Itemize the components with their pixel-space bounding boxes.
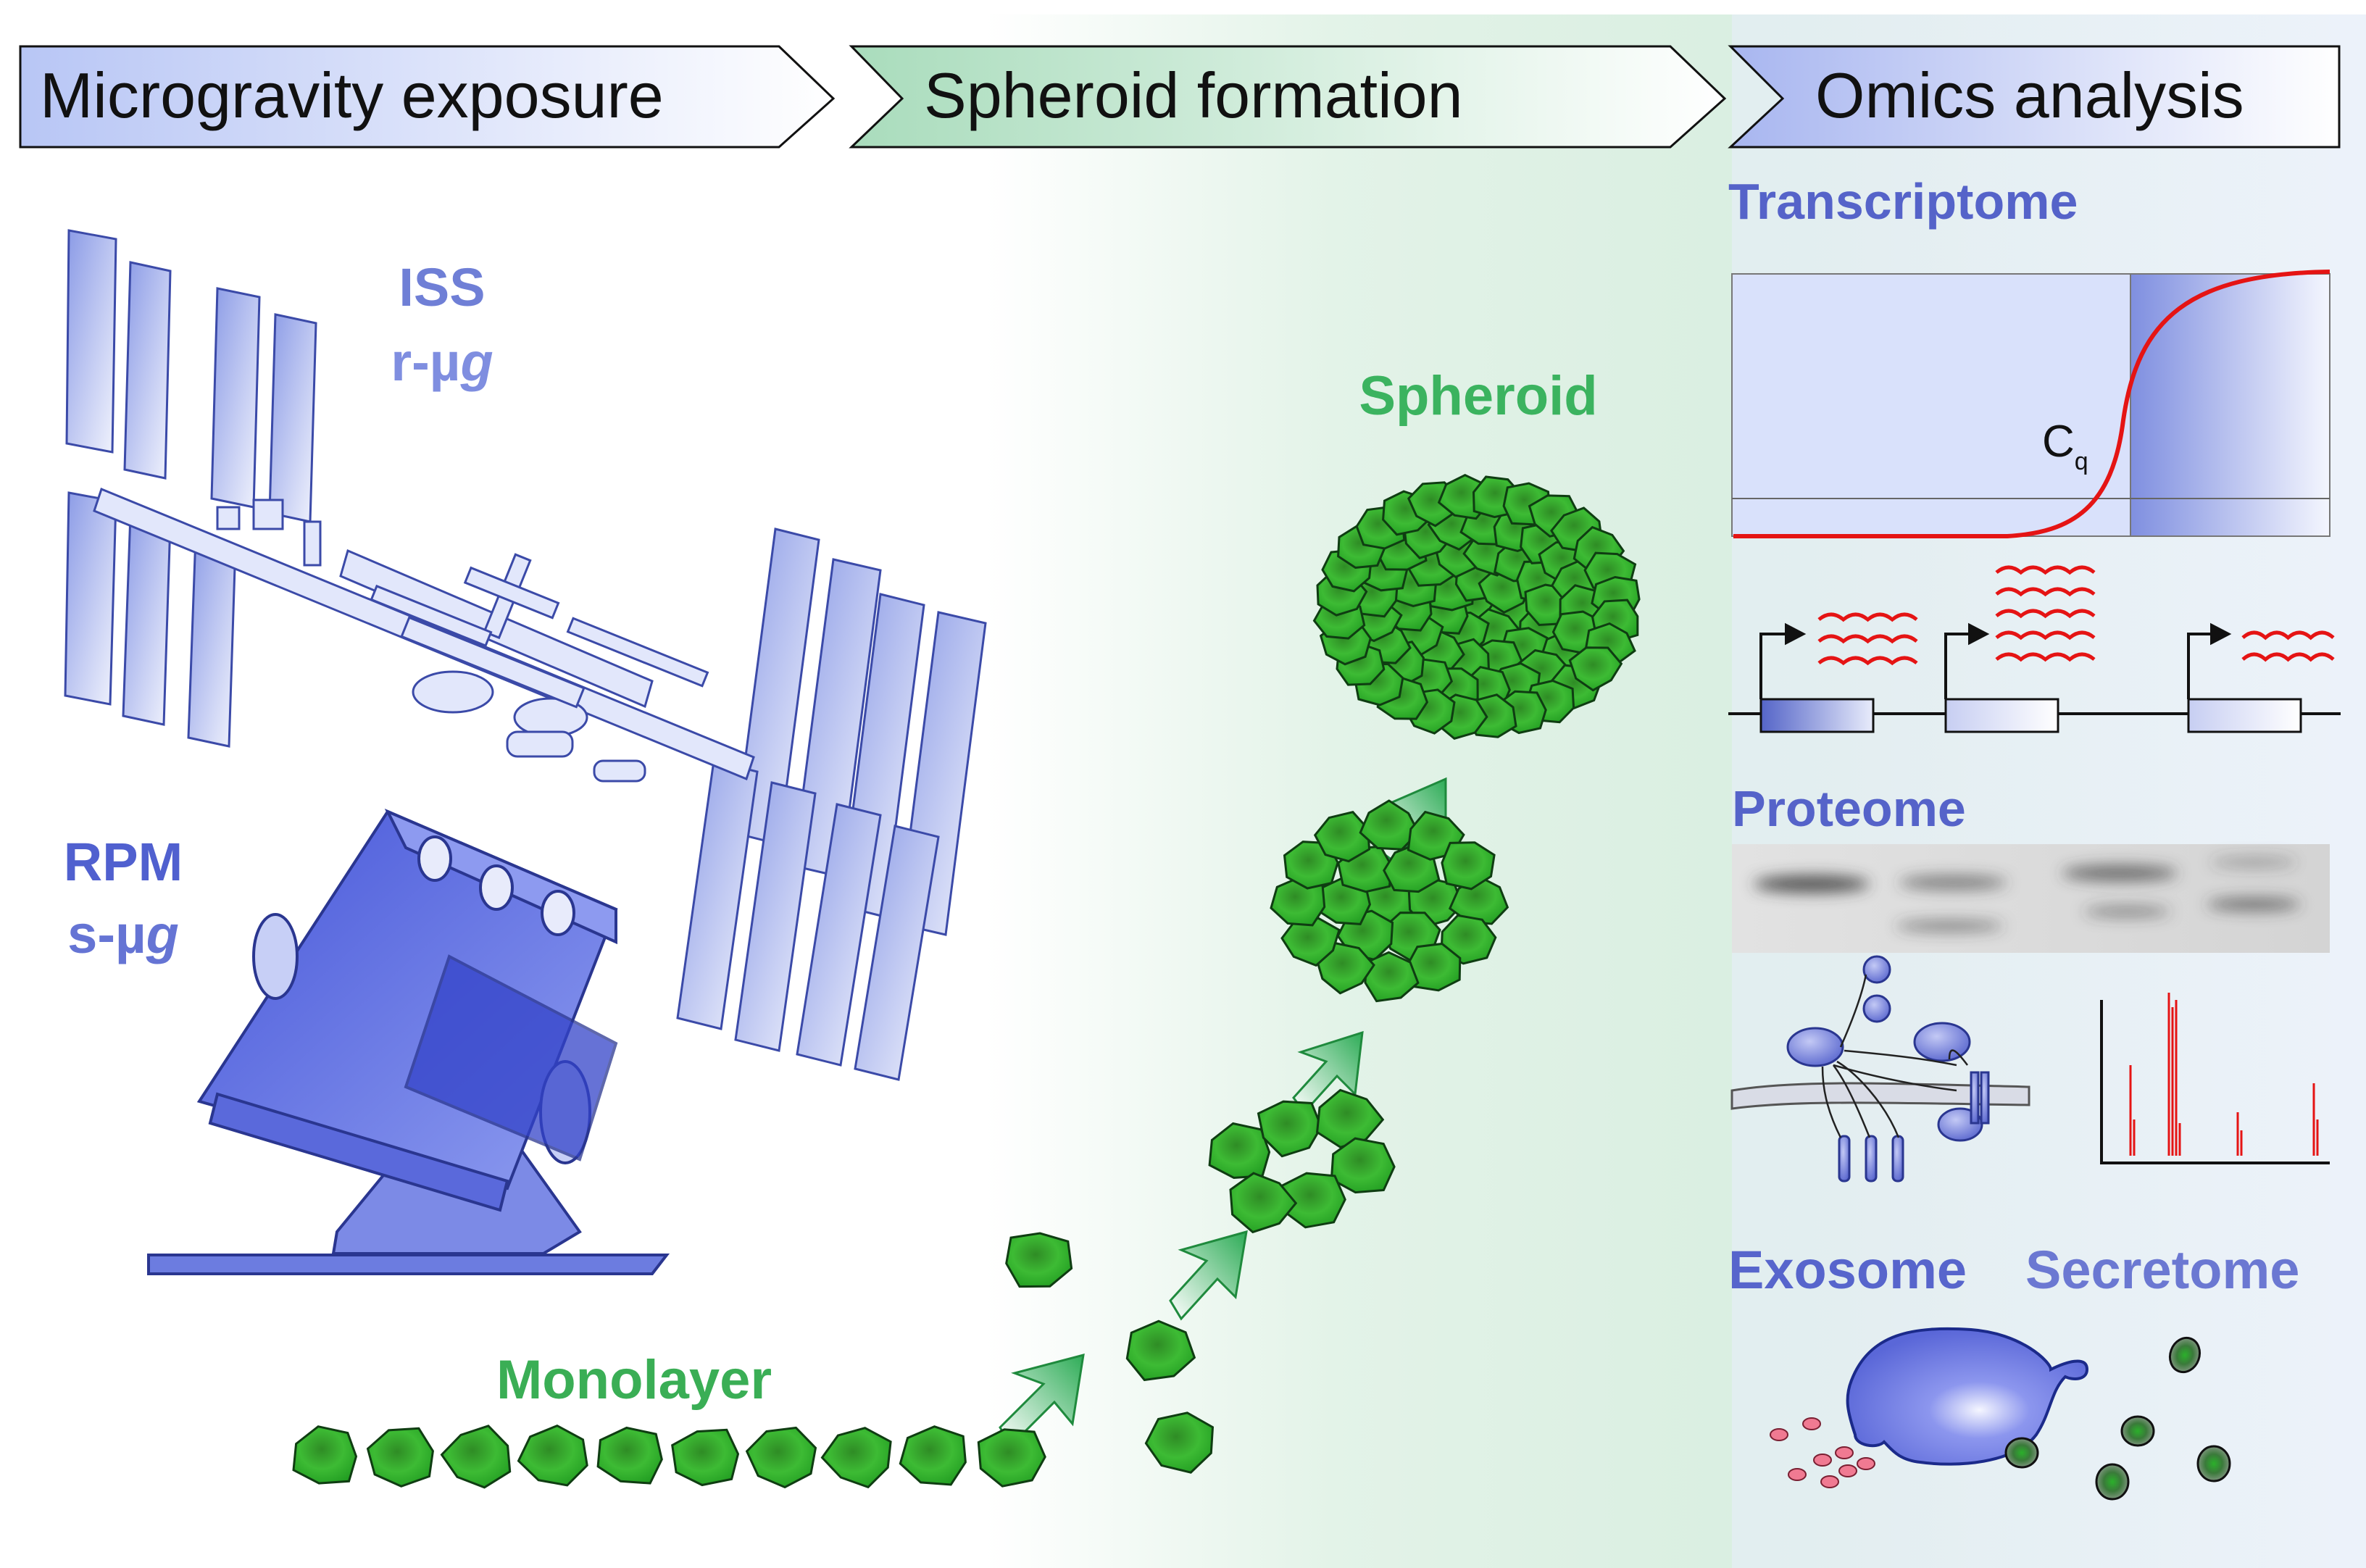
protein-network [1730,955,2030,1183]
protein-icon [1862,955,1891,984]
banner-spheroid-formation: Spheroid formation [849,45,1727,149]
spheroid-label: Spheroid [1359,365,1597,427]
cell-icon [1005,1232,1073,1288]
gene-icon [2187,698,2302,733]
mass-spectrum-icon [2100,993,2330,1164]
cell-icon [1441,841,1496,891]
iss-sublabel: r-µg [391,332,493,392]
cq-main: C [2042,417,2075,467]
iss-sublabel-italic: g [459,332,493,392]
banner-microgravity: Microgravity exposure [19,45,836,149]
secretome-vesicles [2004,1336,2231,1501]
rpm-machine-icon [147,809,670,1275]
banner-microgravity-label: Microgravity exposure [40,59,664,131]
banner-omics-analysis: Omics analysis [1728,45,2341,149]
cell-icon [292,1425,358,1485]
cell-icon [745,1426,817,1489]
cq-label: Cq [2042,417,2088,475]
mrna-icon [1995,609,2096,619]
mrna-icon [2241,630,2335,641]
qpcr-curve [1733,270,2330,538]
cell-icon [671,1428,740,1487]
qpcr-chart: Cq [1731,270,2330,538]
exosomes-group [1770,1417,1875,1488]
spectrum-peaks [2129,993,2319,1156]
mrna-icon [1995,652,2096,662]
proteome-label: Proteome [1732,780,1966,837]
mrna-icon [1817,634,1918,644]
protein-icon [1862,994,1891,1023]
exosome-cell-icon [1846,1327,2089,1466]
space-station-icon [64,229,987,1081]
iss-sublabel-prefix: r-µ [391,332,460,392]
cell-icon [366,1427,434,1488]
rpm-sublabel-prefix: s-µ [67,904,146,964]
mrna-icon [1817,656,1918,666]
rpm-sublabel-italic: g [146,904,179,964]
cell-icon [1568,646,1623,692]
cq-sub: q [2075,448,2088,475]
cell-icon [440,1425,512,1489]
mrna-group [1817,565,2335,666]
cell-icon [1330,1137,1396,1194]
cell-icon [1440,914,1497,965]
cell-icon [899,1425,967,1486]
cell-icon [1229,1172,1298,1234]
cell-icon [1405,942,1462,992]
protein-icon [1913,1022,1971,1062]
rpm-label: RPM [64,832,183,892]
cell-icon [977,1428,1046,1488]
qpcr-baseline-area [1731,273,2131,537]
qpcr-threshold-area [2130,273,2330,537]
protein-icon [1786,1027,1844,1067]
exosome-label: Exosome [1728,1240,1967,1300]
secretome-label: Secretome [2025,1240,2299,1300]
mrna-icon [2241,652,2335,662]
gene-expression [1728,565,2341,733]
cell-icon [596,1426,663,1485]
gene-icon [1759,698,1875,733]
cell-icon [1144,1411,1215,1474]
arrow-up-right-icon [1169,1230,1248,1321]
mrna-icon [1995,565,2096,575]
banner-spheroid-formation-label: Spheroid formation [924,59,1463,131]
cell-icon [820,1427,892,1489]
transcriptome-label: Transcriptome [1728,173,2078,230]
mrna-icon [1817,612,1918,622]
cell-icon [517,1424,588,1487]
monolayer-label: Monolayer [496,1349,772,1411]
rpm-sublabel: s-µg [67,904,179,964]
gel-image [1732,844,2330,953]
cell-icon [1316,1088,1385,1148]
mrna-icon [1995,630,2096,641]
banner-omics-analysis-label: Omics analysis [1815,59,2244,131]
iss-label: ISS [399,257,485,317]
cell-icon [1125,1319,1196,1382]
mrna-icon [1995,587,2096,597]
gene-icon [1944,698,2059,733]
cells-group [292,474,1641,1489]
cell-icon [1364,951,1420,1003]
